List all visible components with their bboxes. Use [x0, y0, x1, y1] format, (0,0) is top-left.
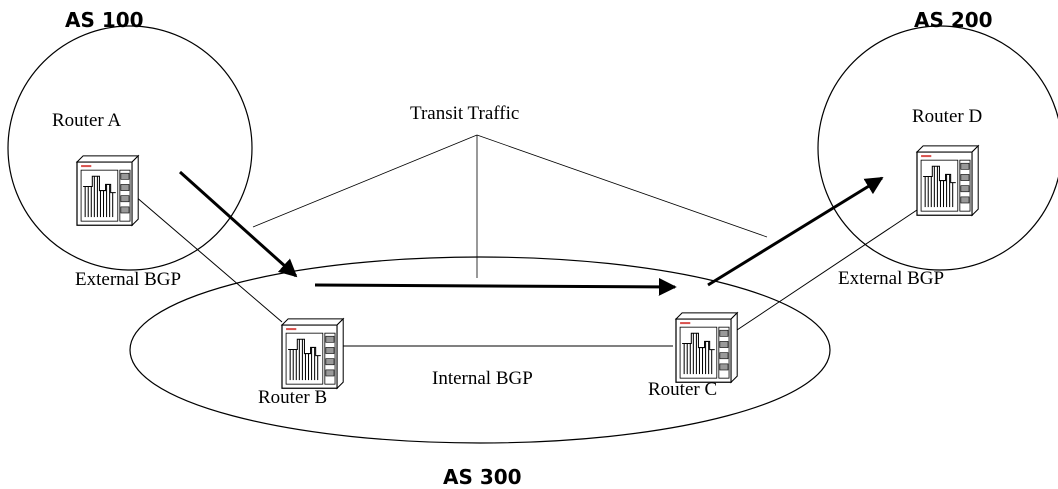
router-b-icon — [281, 318, 344, 389]
external-bgp-label-left: External BGP — [75, 269, 181, 290]
as300-label: AS 300 — [443, 465, 522, 489]
external-bgp-link-left — [134, 195, 283, 323]
router-d-icon — [916, 145, 979, 216]
router-a-label: Router A — [52, 110, 121, 131]
traffic-arrow-a-to-b — [178, 170, 298, 278]
as300-boundary — [129, 256, 831, 444]
internal-bgp-label: Internal BGP — [432, 368, 533, 389]
external-bgp-label-right: External BGP — [838, 268, 944, 289]
external-bgp-link-right — [736, 207, 921, 331]
traffic-arrow-c-to-d — [707, 176, 884, 287]
router-c-label: Router C — [648, 379, 717, 400]
as200-label: AS 200 — [914, 8, 993, 32]
traffic-arrows — [178, 170, 884, 296]
router-b-label: Router B — [258, 387, 327, 408]
transit-traffic-label: Transit Traffic — [410, 103, 519, 124]
transit-callout-lines — [252, 134, 768, 278]
as200-boundary — [817, 25, 1058, 271]
router-a-icon — [76, 155, 139, 226]
router-c-icon — [675, 312, 738, 383]
as100-boundary — [7, 25, 253, 271]
router-d-label: Router D — [912, 106, 982, 127]
as100-label: AS 100 — [65, 8, 144, 32]
traffic-arrow-b-to-c — [314, 277, 677, 296]
